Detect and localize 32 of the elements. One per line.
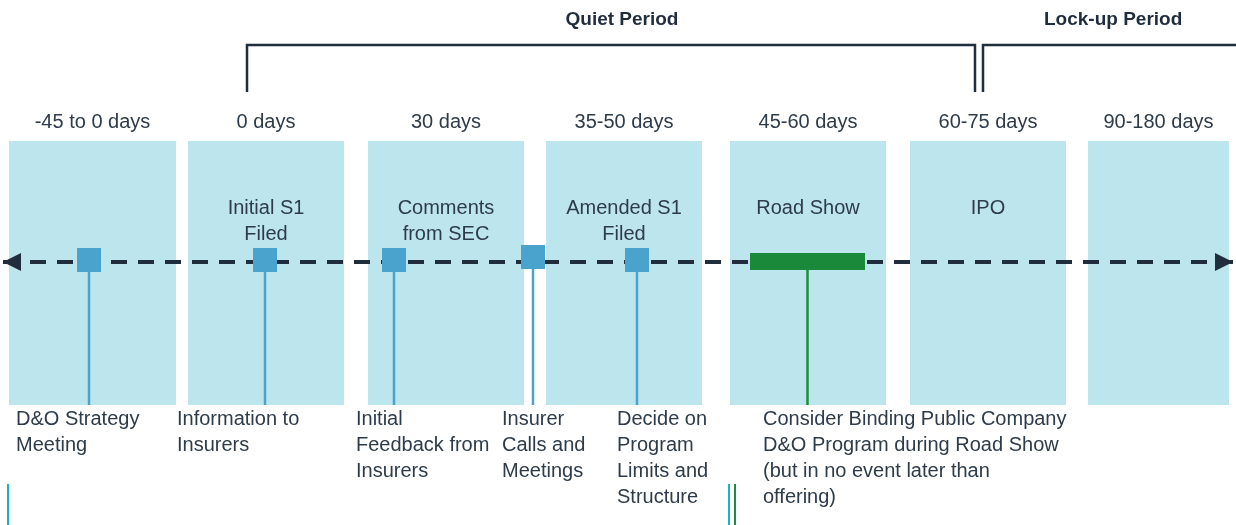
period-label: 90-180 days xyxy=(1102,109,1215,134)
step-description: Initial Feedback from Insurers xyxy=(356,405,496,483)
leader-line xyxy=(635,272,639,405)
milestone-label: Road Show xyxy=(755,195,861,220)
period-label: 45-60 days xyxy=(757,109,859,134)
milestone-marker xyxy=(521,245,545,269)
milestone-label: IPO xyxy=(969,195,1007,220)
step-description: Consider Binding Public Company D&O Program during Road Show (but in no event later than offering) xyxy=(763,405,1068,509)
step-description: Insurer Calls and Meetings xyxy=(502,405,607,483)
period-label: 0 days xyxy=(235,109,297,134)
milestone-marker xyxy=(625,248,649,272)
milestone-marker xyxy=(77,248,101,272)
milestone-label: Comments from SEC xyxy=(396,195,496,246)
step-description: D&O Strategy Meeting xyxy=(16,405,166,457)
leader-line xyxy=(531,269,535,405)
leader-line xyxy=(806,270,809,405)
period-title: Quiet Period xyxy=(565,8,679,30)
period-label: -45 to 0 days xyxy=(33,109,152,134)
milestone-label: Initial S1 Filed xyxy=(226,195,306,246)
period-label: 35-50 days xyxy=(573,109,675,134)
step-description: Decide on Program Limits and Structure xyxy=(617,405,727,509)
leader-line xyxy=(263,272,267,405)
period-title: Lock-up Period xyxy=(1044,8,1183,30)
period-label: 30 days xyxy=(409,109,483,134)
period-bar xyxy=(750,253,865,270)
milestone-label: Amended S1 Filed xyxy=(565,195,683,246)
milestone-marker xyxy=(253,248,277,272)
step-description: Information to Insurers xyxy=(177,405,342,457)
leader-line xyxy=(392,272,396,405)
milestone-marker xyxy=(382,248,406,272)
leader-line xyxy=(87,272,91,405)
period-label: 60-75 days xyxy=(937,109,1039,134)
